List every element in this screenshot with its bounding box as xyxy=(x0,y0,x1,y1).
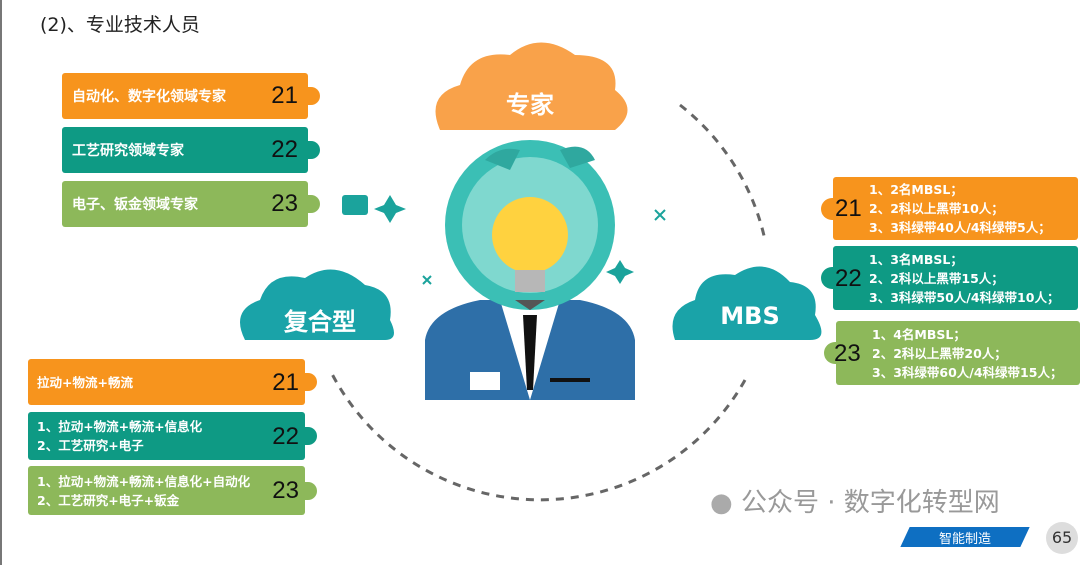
level-number: 23 xyxy=(834,339,861,367)
wechat-icon: ● xyxy=(710,488,733,518)
level-number: 21 xyxy=(271,82,298,109)
cloud-label: 专家 xyxy=(506,91,554,119)
level-number: 21 xyxy=(272,368,299,396)
item-line: 2、2科以上黑带20人； xyxy=(872,345,1007,361)
expert-item: 工艺研究领域专家 22 xyxy=(62,127,320,173)
watermark-text: 公众号 · 数字化转型网 xyxy=(740,488,1000,518)
mbs-item: 21 1、2名MBSL； 2、2科以上黑带10人； 3、3科绿带40人/4科绿带5人； xyxy=(821,177,1078,240)
cloud-label: 复合型 xyxy=(284,308,356,336)
item-line: 2、工艺研究+电子+钣金 xyxy=(37,492,180,508)
composite-item: 1、拉动+物流+畅流+信息化+自动化 2、工艺研究+电子+钣金 23 xyxy=(28,466,317,515)
cloud-shapes xyxy=(240,42,822,340)
composite-item: 1、拉动+物流+畅流+信息化 2、工艺研究+电子 22 xyxy=(28,412,317,460)
footer-badge: 智能制造 xyxy=(938,532,991,547)
item-line: 1、2名MBSL； xyxy=(869,182,963,197)
mbs-item: 23 1、4名MBSL； 2、2科以上黑带20人； 3、3科绿带60人/4科绿带15人… xyxy=(824,321,1080,385)
item-line: 2、2科以上黑带15人； xyxy=(869,270,1004,286)
level-number: 23 xyxy=(271,190,298,217)
item-line: 2、2科以上黑带10人； xyxy=(869,201,1004,216)
level-number: 23 xyxy=(272,477,299,504)
item-text: 电子、钣金领域专家 xyxy=(72,197,198,213)
page-number: 65 xyxy=(1046,522,1078,554)
level-number: 22 xyxy=(272,422,299,450)
item-line: 3、3科绿带50人/4科绿带10人； xyxy=(869,289,1060,305)
item-line: 1、4名MBSL； xyxy=(872,326,966,342)
item-line: 拉动+物流+畅流 xyxy=(37,374,133,390)
item-line: 3、3科绿带60人/4科绿带15人； xyxy=(872,364,1063,380)
level-number: 22 xyxy=(271,136,298,163)
item-line: 1、拉动+物流+畅流+信息化+自动化 xyxy=(37,473,251,489)
mbs-item: 22 1、3名MBSL； 2、2科以上黑带15人； 3、3科绿带50人/4科绿带10人… xyxy=(821,246,1078,310)
composite-item: 拉动+物流+畅流 21 xyxy=(28,359,317,405)
level-number: 22 xyxy=(835,264,862,292)
watermark: ● 公众号 · 数字化转型网 xyxy=(710,488,1000,518)
left-edge-line xyxy=(0,0,2,565)
item-line: 1、拉动+物流+畅流+信息化 xyxy=(37,419,203,434)
item-line: 3、3科绿带40人/4科绿带5人； xyxy=(869,220,1051,235)
expert-item: 自动化、数字化领域专家 21 xyxy=(62,73,320,119)
item-text: 自动化、数字化领域专家 xyxy=(72,89,226,105)
expert-figure-illustration xyxy=(342,140,666,400)
cloud-label: MBS xyxy=(720,302,780,330)
item-line: 1、3名MBSL； xyxy=(869,251,963,267)
item-text: 工艺研究领域专家 xyxy=(72,143,184,159)
page-title: (2)、专业技术人员 xyxy=(40,14,200,36)
level-number: 21 xyxy=(835,195,862,222)
expert-item: 电子、钣金领域专家 23 xyxy=(62,181,320,227)
item-line: 2、工艺研究+电子 xyxy=(37,438,144,453)
